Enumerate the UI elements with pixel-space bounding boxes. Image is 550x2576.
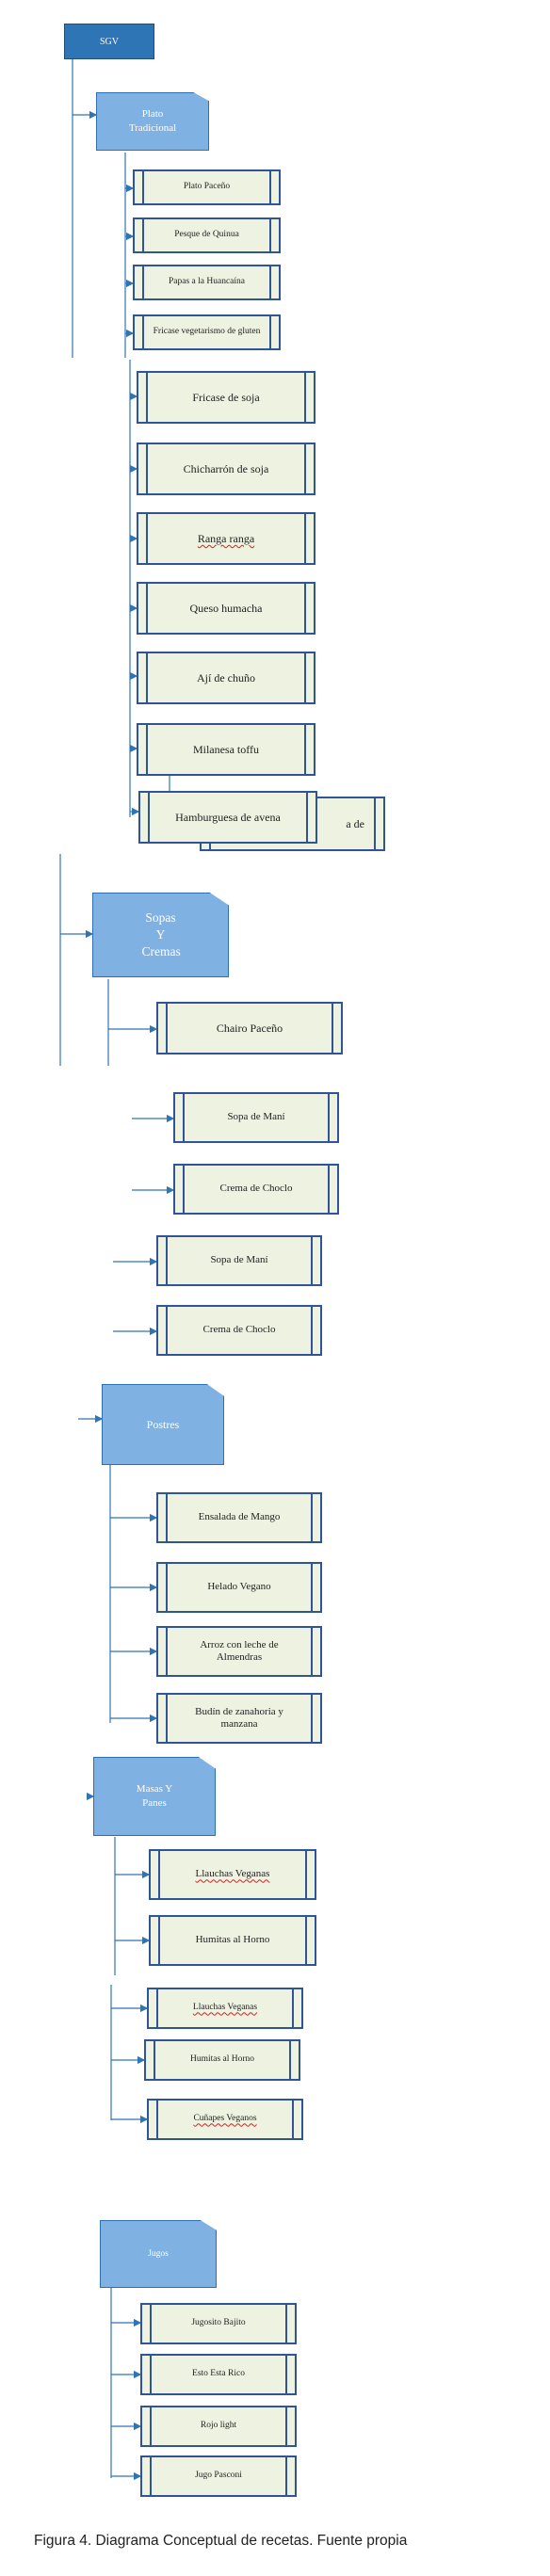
recipe-item[interactable]: Hamburguesa de avena: [138, 791, 317, 844]
recipe-item[interactable]: Ají de chuño: [137, 652, 315, 704]
category-postres[interactable]: Postres: [102, 1384, 224, 1465]
category-masas-y-panes[interactable]: Masas Y Panes: [93, 1757, 216, 1836]
recipe-label: Cuñapes Veganos: [193, 2114, 257, 2124]
recipe-label: Milanesa toffu: [192, 742, 260, 756]
recipe-label: Papas a la Huancaína: [169, 277, 245, 287]
recipe-label-fragment: a de: [346, 816, 364, 830]
recipe-item[interactable]: Humitas al Horno: [144, 2039, 300, 2081]
recipe-label: Humitas al Horno: [195, 1934, 270, 1946]
recipe-label: Esto Esta Rico: [192, 2369, 245, 2379]
category-jugos[interactable]: Jugos: [100, 2220, 217, 2288]
recipe-item[interactable]: Cuñapes Veganos: [147, 2099, 303, 2140]
recipe-item[interactable]: Ranga ranga: [137, 512, 315, 565]
recipe-label: Pesque de Quinua: [174, 230, 239, 240]
recipe-label: Sopa de Maní: [227, 1111, 285, 1123]
recipe-item[interactable]: Jugosito Bajito: [140, 2303, 297, 2344]
recipe-label: Plato Paceño: [183, 182, 231, 192]
recipe-label: Ranga ranga: [197, 531, 255, 545]
recipe-item[interactable]: Chicharrón de soja: [137, 443, 315, 495]
recipe-item[interactable]: Llauchas Veganas: [149, 1849, 316, 1900]
category-sopas-y-cremas[interactable]: Sopas Y Cremas: [92, 893, 229, 977]
recipe-item[interactable]: Arroz con leche de Almendras: [156, 1626, 322, 1677]
recipe-label: Hamburguesa de avena: [175, 810, 281, 824]
recipe-item[interactable]: Fricase vegetarismo de gluten: [133, 314, 281, 350]
recipe-item[interactable]: Jugo Pasconi: [140, 2455, 297, 2497]
recipe-label: Chairo Paceño: [216, 1021, 283, 1035]
recipe-item[interactable]: Crema de Choclo: [156, 1305, 322, 1356]
recipe-label: Crema de Choclo: [219, 1183, 293, 1195]
recipe-item[interactable]: Llauchas Veganas: [147, 1988, 303, 2029]
recipe-label: Jugosito Bajito: [191, 2318, 246, 2328]
recipe-label: Ensalada de Mango: [198, 1511, 281, 1523]
category-label: Jugos: [148, 2248, 169, 2259]
root-node[interactable]: SGV: [64, 24, 154, 59]
recipe-item[interactable]: Milanesa toffu: [137, 723, 315, 776]
recipe-item[interactable]: Rojo light: [140, 2406, 297, 2447]
recipe-label: Fricase de soja: [192, 390, 260, 404]
recipe-item[interactable]: Sopa de Maní: [173, 1092, 339, 1143]
category-plato-tradicional[interactable]: Plato Tradicional: [96, 92, 209, 151]
category-label: Masas Y Panes: [136, 1783, 173, 1809]
recipe-item[interactable]: Helado Vegano: [156, 1562, 322, 1613]
figure-caption: Figura 4. Diagrama Conceptual de recetas…: [34, 2533, 408, 2549]
recipe-item[interactable]: Pesque de Quinua: [133, 217, 281, 253]
recipe-label: Rojo light: [200, 2421, 237, 2431]
recipe-label: Llauchas Veganas: [192, 2003, 258, 2013]
recipe-item[interactable]: Fricase de soja: [137, 371, 315, 424]
root-label: SGV: [99, 36, 119, 47]
recipe-label: Arroz con leche de Almendras: [200, 1638, 279, 1663]
recipe-label: Queso humacha: [189, 601, 263, 615]
recipe-label: Chicharrón de soja: [183, 461, 269, 475]
recipe-item[interactable]: Chairo Paceño: [156, 1002, 343, 1055]
recipe-item[interactable]: Budín de zanahoria y manzana: [156, 1693, 322, 1744]
recipe-item[interactable]: Humitas al Horno: [149, 1915, 316, 1966]
recipe-item[interactable]: Esto Esta Rico: [140, 2354, 297, 2395]
recipe-item[interactable]: Crema de Choclo: [173, 1164, 339, 1215]
category-label: Sopas Y Cremas: [141, 910, 181, 959]
recipe-label: Sopa de Maní: [210, 1254, 268, 1266]
recipe-label: Helado Vegano: [207, 1581, 271, 1593]
recipe-item[interactable]: Queso humacha: [137, 582, 315, 635]
category-label: Postres: [146, 1417, 180, 1431]
recipe-label: Crema de Choclo: [202, 1324, 276, 1336]
recipe-label: Llauchas Veganas: [195, 1868, 270, 1880]
recipe-label: Humitas al Horno: [189, 2054, 255, 2065]
category-label: Plato Tradicional: [128, 108, 177, 134]
recipe-item[interactable]: Ensalada de Mango: [156, 1492, 322, 1543]
recipe-item[interactable]: Plato Paceño: [133, 169, 281, 205]
recipe-label: Fricase vegetarismo de gluten: [153, 327, 261, 337]
recipe-item[interactable]: Sopa de Maní: [156, 1235, 322, 1286]
recipe-label: Ají de chuño: [197, 670, 255, 684]
recipe-item[interactable]: Papas a la Huancaína: [133, 265, 281, 300]
recipe-label: Budín de zanahoria y manzana: [195, 1705, 283, 1730]
recipe-label: Jugo Pasconi: [195, 2471, 242, 2481]
